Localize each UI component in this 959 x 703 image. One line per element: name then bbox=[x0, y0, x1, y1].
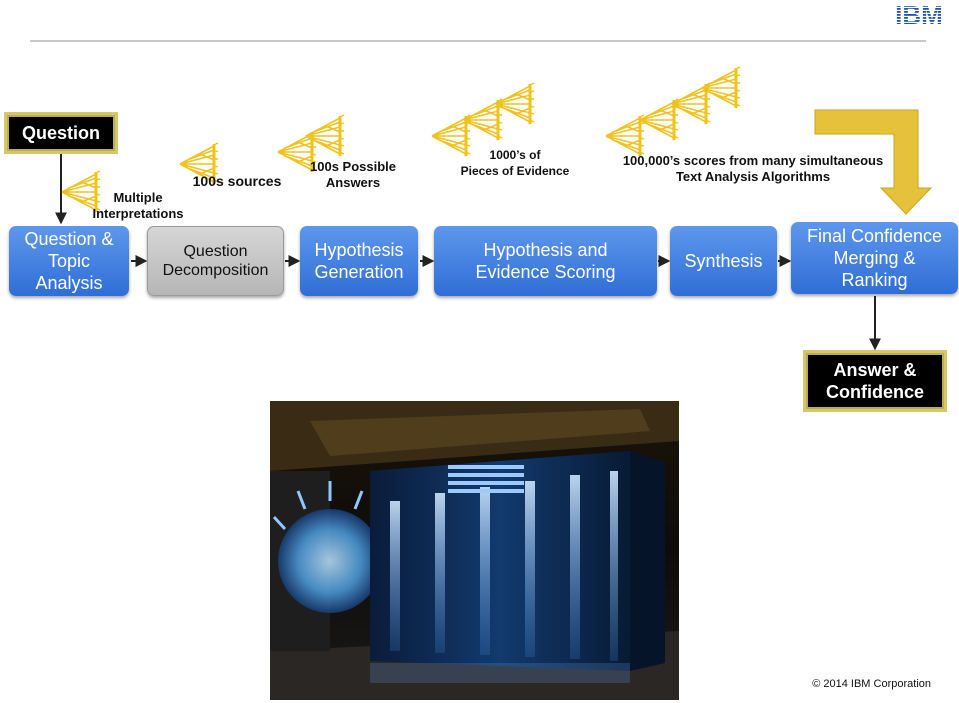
step-hypothesis-generation: Hypothesis Generation bbox=[300, 226, 418, 296]
tree-scores-2 bbox=[640, 99, 678, 140]
label-answers: 100s Possible Answers bbox=[300, 159, 406, 191]
answer-confidence-box: Answer & Confidence bbox=[803, 350, 947, 412]
tree-scores-4 bbox=[702, 67, 740, 108]
tree-scores-1 bbox=[606, 115, 644, 156]
step-hypothesis-evidence-scoring: Hypothesis and Evidence Scoring bbox=[434, 226, 657, 296]
label-interpretations: Multiple Interpretations bbox=[86, 190, 190, 222]
tree-evidence-3 bbox=[496, 83, 534, 124]
step-question-topic-analysis: Question & Topic Analysis bbox=[9, 226, 129, 296]
label-evidence: 1000’s of Pieces of Evidence bbox=[442, 147, 588, 179]
label-sources: 100s sources bbox=[190, 173, 284, 189]
tree-evidence-2 bbox=[464, 99, 502, 140]
copyright: © 2014 IBM Corporation bbox=[812, 678, 931, 690]
watson-server-photo bbox=[270, 401, 679, 700]
step-synthesis: Synthesis bbox=[670, 226, 777, 296]
step-question-decomposition: Question Decomposition bbox=[147, 226, 284, 296]
step-final-confidence-merging-ranking: Final Confidence Merging & Ranking bbox=[791, 222, 958, 294]
label-scores: 100,000’s scores from many simultaneous … bbox=[606, 153, 900, 185]
